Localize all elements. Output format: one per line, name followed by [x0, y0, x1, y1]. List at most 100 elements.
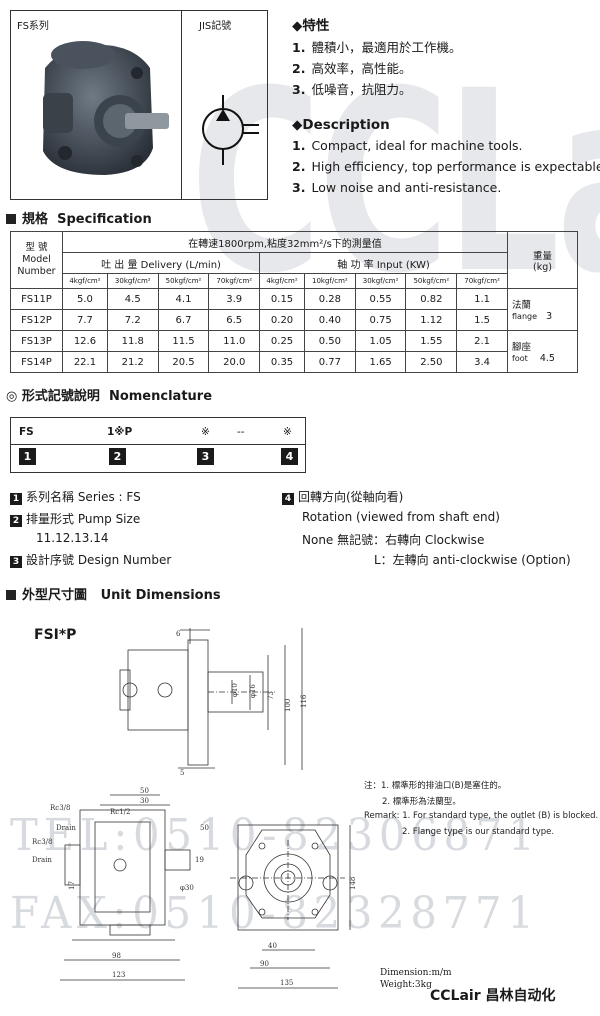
dim-73: 73	[267, 691, 275, 700]
dim-40: 40	[268, 942, 277, 950]
value-cell: 6.7	[157, 309, 210, 331]
value-cell: 0.82	[405, 288, 458, 310]
square-bullet-icon	[6, 214, 16, 224]
label-rc38-top: Rc3/8	[50, 804, 70, 812]
jis-pump-symbol	[202, 95, 259, 165]
value-cell: 3.4	[456, 351, 508, 373]
dim-30: 30	[140, 797, 149, 805]
condition-header: 在轉速1800rpm,粘度32mm²/s下的測量值	[62, 231, 508, 253]
weight-foot: 腳座 foot 4.5	[507, 330, 578, 373]
value-cell: 22.1	[62, 351, 108, 373]
square-bullet-icon	[6, 590, 16, 600]
table-row: FS14P 22.1 21.2 20.5 20.0 0.35 0.77 1.65…	[10, 351, 578, 373]
dim-6: 6	[176, 630, 181, 638]
value-cell: 4.1	[157, 288, 210, 310]
features-heading-cn: ◆特性	[292, 18, 330, 34]
nomen-num-2: 2	[109, 448, 126, 465]
note-cn-2: 2. 標準形為法蘭型。	[382, 797, 461, 807]
feature-cn-1: 1.體積小，最適用於工作機。	[292, 40, 462, 55]
dim-50-top: 50	[140, 787, 149, 795]
input-header: 軸 功 率 Input (KW)	[259, 252, 508, 274]
feature-en-3: 3.Low noise and anti-resistance.	[292, 180, 502, 195]
label-drain-top: Drain	[56, 824, 76, 832]
legend-rotation-ccw: L：左轉向 anti-clockwise (Option)	[374, 553, 571, 567]
value-cell: 7.2	[106, 309, 159, 331]
value-cell: 11.8	[106, 330, 159, 352]
nomen-code-series: FS	[19, 426, 34, 438]
dim-98: 98	[112, 952, 121, 960]
weight-header: 重量(kg)	[507, 231, 578, 289]
feature-cn-3: 3.低噪音，抗阻力。	[292, 82, 412, 97]
nomenclature-rule	[11, 444, 305, 445]
value-cell: 0.77	[303, 351, 356, 373]
label-rc12: Rc1/2	[110, 808, 130, 816]
input-pressure: 50kgf/cm²	[405, 273, 458, 289]
value-cell: 3.9	[208, 288, 261, 310]
dim-100: 100	[284, 699, 292, 712]
dimensions-heading: 外型尺寸圖 Unit Dimensions	[6, 584, 221, 603]
legend-rotation-en: Rotation (viewed from shaft end)	[302, 510, 500, 524]
value-cell: 0.20	[259, 309, 305, 331]
model-cell: FS11P	[10, 288, 63, 310]
features-heading-en: ◆Description	[292, 117, 390, 133]
value-cell: 20.5	[157, 351, 210, 373]
dimension-unit: Dimension:m/m	[380, 968, 452, 978]
dim-17: 17	[68, 881, 76, 890]
note-en-1: Remark: 1. For standard type, the outlet…	[364, 811, 599, 821]
value-cell: 2.50	[405, 351, 458, 373]
dim-phi30: φ30	[180, 884, 194, 892]
value-cell: 1.55	[405, 330, 458, 352]
value-cell: 0.50	[303, 330, 356, 352]
value-cell: 4.5	[106, 288, 159, 310]
value-cell: 0.40	[303, 309, 356, 331]
nomen-num-3: 3	[197, 448, 214, 465]
nomen-code-size: 1※P	[107, 426, 133, 438]
value-cell: 1.65	[354, 351, 407, 373]
model-cell: FS12P	[10, 309, 63, 331]
delivery-header: 吐 出 量 Delivery (L/min)	[61, 252, 261, 274]
input-pressure: 70kgf/cm²	[456, 273, 508, 289]
label-rc38: Rc3/8	[32, 838, 52, 846]
jis-label: JIS記號	[199, 21, 232, 32]
input-pressure: 10kgf/cm²	[303, 273, 356, 289]
value-cell: 21.2	[106, 351, 159, 373]
nomen-num-4: 4	[281, 448, 298, 465]
nomenclature-box: FS 1※P ※ -- ※ 1 2 3 4	[10, 417, 306, 473]
value-cell: 1.12	[405, 309, 458, 331]
value-cell: 0.15	[259, 288, 305, 310]
legend-rotation-cw: None 無記號：右轉向 Clockwise	[302, 533, 485, 547]
note-en-2: 2. Flange type is our standard type.	[402, 827, 555, 837]
nomen-num-1: 1	[19, 448, 36, 465]
unit-weight: Weight:3kg	[380, 980, 432, 990]
value-cell: 1.1	[456, 288, 508, 310]
dim-19: 19	[195, 856, 204, 864]
front-view	[60, 794, 191, 981]
value-cell: 12.6	[62, 330, 108, 352]
dim-phi10: φ10	[231, 683, 239, 697]
pump-photo	[43, 41, 169, 175]
end-view	[230, 824, 351, 989]
dim-116: 116	[300, 694, 308, 708]
unit-dimension-drawing: 100 116 73 φ16 φ10 6 5 Rc3/8 Drain Rc3/8…	[32, 628, 357, 989]
legend-size-values: 11.12.13.14	[36, 531, 109, 545]
dim-148: 148	[349, 877, 357, 890]
dim-90: 90	[260, 960, 269, 968]
value-cell: 7.7	[62, 309, 108, 331]
brand-logo-text: CCLair 昌林自动化	[430, 988, 556, 1004]
note-cn-1: 注：1. 標準形的排油口(B)是塞住的。	[364, 781, 507, 791]
circle-bullet-icon: ◎	[6, 389, 18, 404]
delivery-pressure: 4kgf/cm²	[62, 273, 108, 289]
value-cell: 20.0	[208, 351, 261, 373]
nomenclature-heading: ◎ 形式記號說明 Nomenclature	[6, 389, 213, 404]
dim-123: 123	[112, 971, 125, 979]
value-cell: 2.1	[456, 330, 508, 352]
value-cell: 5.0	[62, 288, 108, 310]
delivery-pressure: 50kgf/cm²	[157, 273, 210, 289]
table-row: FS13P 12.6 11.8 11.5 11.0 0.25 0.50 1.05…	[10, 330, 578, 373]
